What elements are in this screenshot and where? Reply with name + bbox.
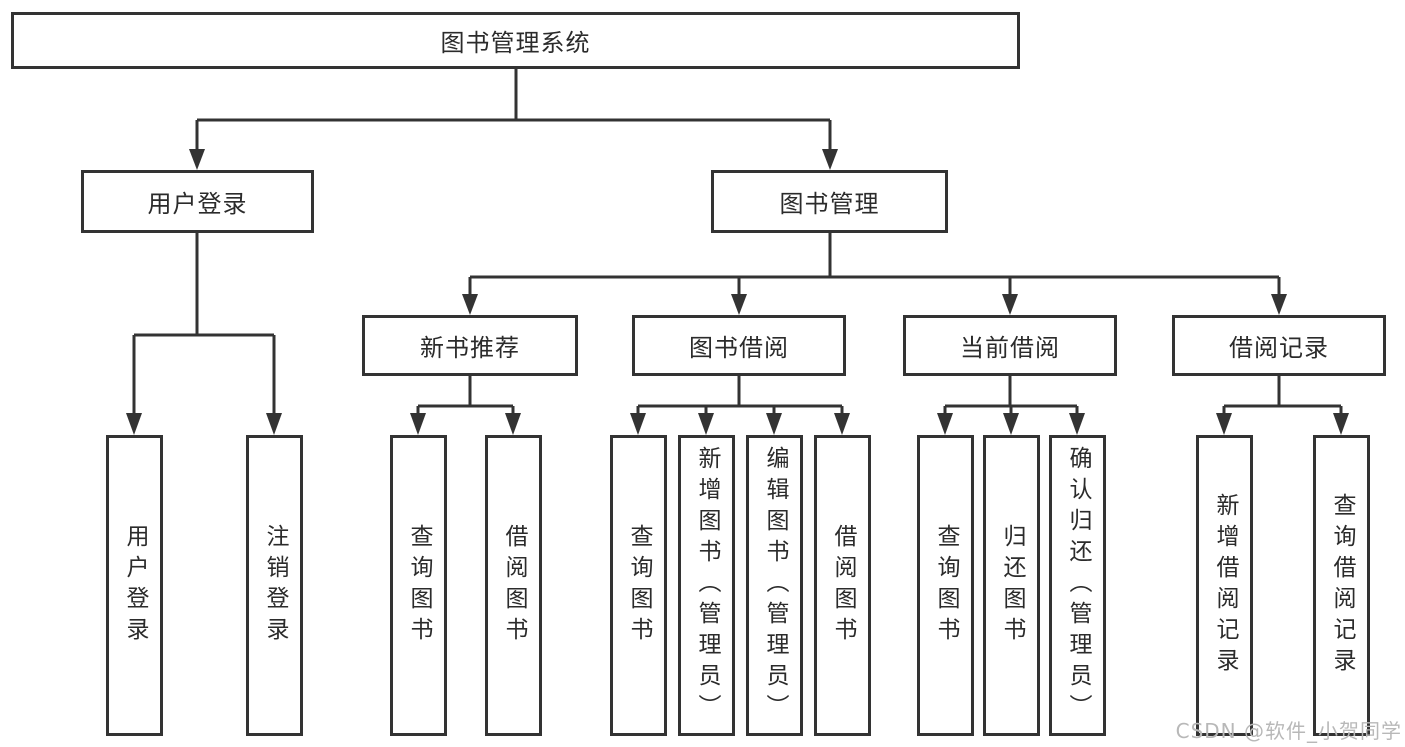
- leaf-newbooks-borrow-books: 借阅图书: [485, 435, 542, 736]
- leaf-records-query-record: 查询借阅记录: [1313, 435, 1370, 736]
- csdn-watermark: CSDN @软件_小贺同学: [1175, 719, 1402, 743]
- node-root: 图书管理系统: [11, 12, 1020, 69]
- leaf-records-add-record: 新增借阅记录: [1196, 435, 1253, 736]
- leaf-current-confirm-return-admin: 确认归还（管理员）: [1049, 435, 1106, 736]
- leaf-borrow-borrow-books: 借阅图书: [814, 435, 871, 736]
- leaf-user-login: 用户登录: [106, 435, 163, 736]
- connector-new-books-children: [410, 376, 521, 435]
- node-user-login: 用户登录: [81, 170, 314, 233]
- leaf-current-return-books: 归还图书: [983, 435, 1040, 736]
- node-borrow-records: 借阅记录: [1172, 315, 1386, 376]
- leaf-borrow-edit-books-admin: 编辑图书（管理员）: [746, 435, 803, 736]
- connector-borrow-children: [630, 376, 850, 435]
- leaf-newbooks-query-books: 查询图书: [390, 435, 447, 736]
- connector-user-login-children: [126, 233, 282, 435]
- connector-current-children: [937, 376, 1085, 435]
- connector-root-to-level2: [189, 68, 838, 170]
- leaf-logout: 注销登录: [246, 435, 303, 736]
- node-book-mgmt: 图书管理: [711, 170, 948, 233]
- leaf-borrow-add-books-admin: 新增图书（管理员）: [678, 435, 735, 736]
- node-book-borrow: 图书借阅: [632, 315, 846, 376]
- node-current-borrow: 当前借阅: [903, 315, 1117, 376]
- node-new-books: 新书推荐: [362, 315, 578, 376]
- leaf-current-query-books: 查询图书: [917, 435, 974, 736]
- connector-book-mgmt-to-level3: [462, 233, 1287, 315]
- connector-records-children: [1216, 376, 1349, 435]
- leaf-borrow-query-books: 查询图书: [610, 435, 667, 736]
